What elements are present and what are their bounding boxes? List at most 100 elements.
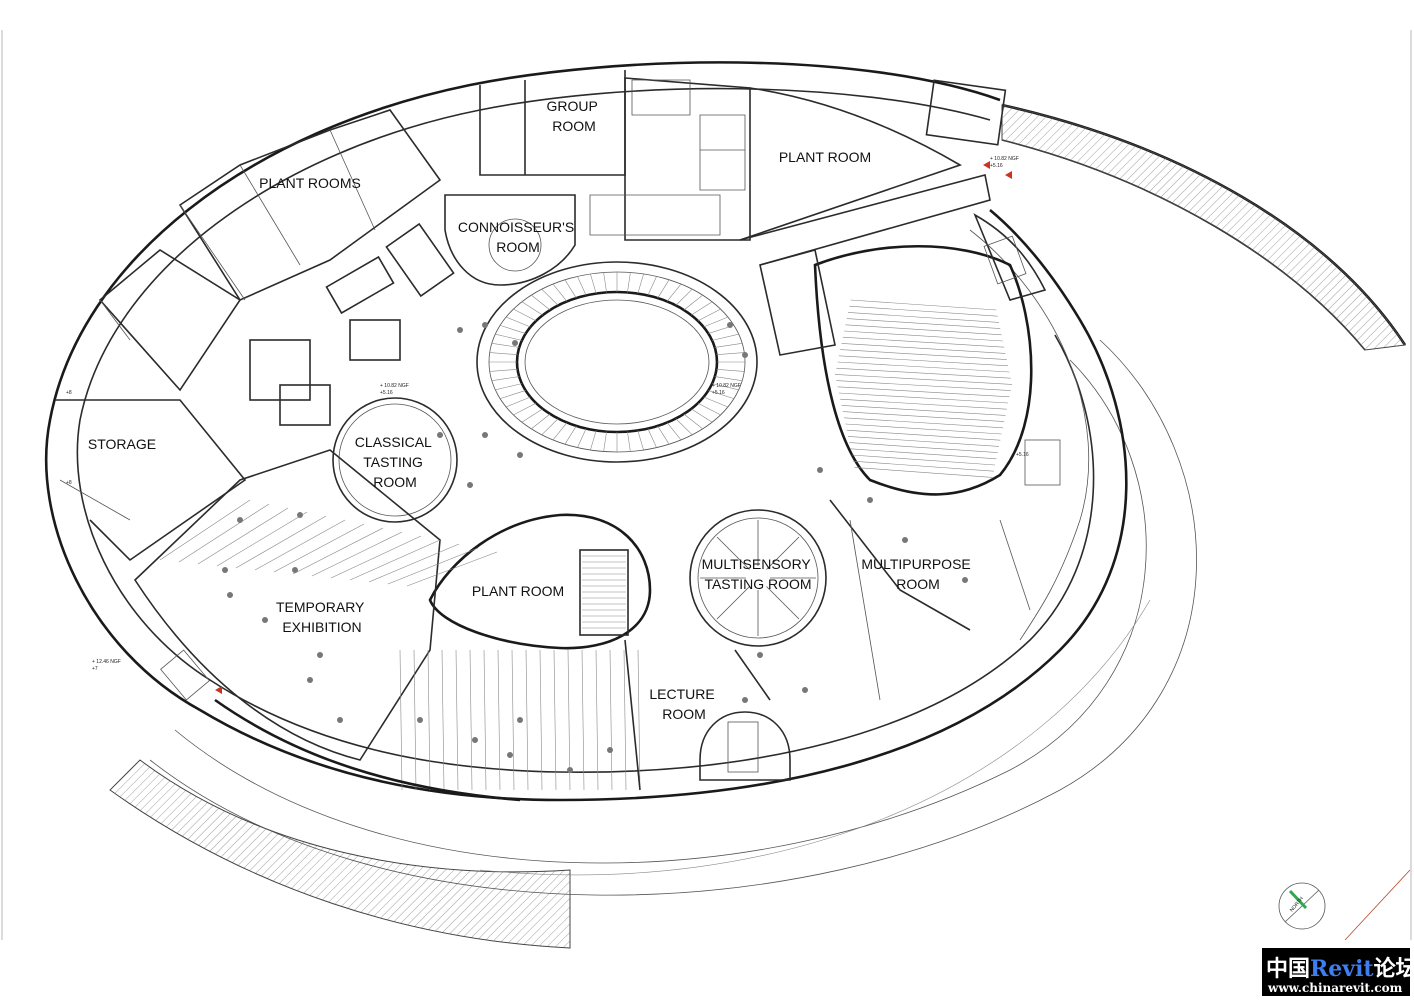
central-plant-room-walls xyxy=(428,513,652,650)
plant-rooms-label: PLANT ROOMS xyxy=(259,175,361,191)
seat-row xyxy=(845,324,1002,336)
multisensory-room-walls xyxy=(689,509,827,647)
stair-core-2 xyxy=(279,384,331,426)
column xyxy=(757,652,763,658)
column xyxy=(512,340,518,346)
landscape-curve-1 xyxy=(174,359,1147,864)
atrium-tread xyxy=(637,430,644,451)
atrium-tread xyxy=(513,308,537,322)
display-row xyxy=(387,547,479,585)
atrium-tread xyxy=(716,369,745,372)
seat-row xyxy=(837,361,1010,373)
display-row xyxy=(216,511,308,567)
display-row xyxy=(349,539,441,581)
display-row xyxy=(311,531,403,577)
auditorium-seating-rows xyxy=(834,299,1013,478)
display-row xyxy=(330,535,422,579)
auditorium-walls xyxy=(813,245,1033,496)
seat-row xyxy=(836,380,1011,391)
column xyxy=(417,717,423,723)
level-marker-top xyxy=(983,161,990,169)
atrium-tread xyxy=(531,413,551,430)
column xyxy=(742,697,748,703)
column xyxy=(802,687,808,693)
seat-row xyxy=(841,405,1006,416)
column xyxy=(507,752,513,758)
seat-row xyxy=(840,349,1007,360)
level-annotation-7: +8 xyxy=(66,480,72,486)
temporary-exhibition-label: TEMPORARY EXHIBITION xyxy=(276,599,368,635)
column xyxy=(262,617,268,623)
column xyxy=(437,432,443,438)
atrium-tread xyxy=(647,428,657,448)
atrium-tread xyxy=(603,431,607,452)
lecture-room-wall-2 xyxy=(734,649,771,701)
column xyxy=(222,567,228,573)
seat-row xyxy=(845,423,1002,435)
display-row xyxy=(235,515,327,569)
storage-upper-partition xyxy=(99,299,131,341)
atrium-tread xyxy=(666,422,682,441)
wc-cubicles-2 xyxy=(699,114,746,191)
atrium-tread xyxy=(691,301,713,316)
lecture-stair-core xyxy=(699,711,791,781)
level-marker-top-2 xyxy=(1005,171,1012,179)
atrium-tread xyxy=(489,352,518,355)
atrium-tread xyxy=(691,408,713,423)
display-row xyxy=(292,527,384,575)
lower-display-row xyxy=(581,649,585,791)
atrium-tread xyxy=(521,301,543,316)
column xyxy=(307,677,313,683)
multipurpose-wall-3 xyxy=(999,519,1031,611)
group-room-label: GROUP ROOM xyxy=(547,98,602,134)
atrium-tread xyxy=(675,288,693,306)
atrium-tread xyxy=(703,396,728,408)
connoisseur-room-walls xyxy=(444,194,576,286)
multipurpose-wall-1 xyxy=(829,499,971,631)
lower-display-row xyxy=(637,649,641,791)
seat-row xyxy=(838,392,1009,404)
atrium-tread xyxy=(531,294,551,311)
watermark-suffix: 论坛 xyxy=(1373,956,1414,982)
column xyxy=(817,467,823,473)
lower-display-row xyxy=(567,649,571,791)
column xyxy=(317,652,323,658)
display-row xyxy=(406,551,498,587)
atrium-tread xyxy=(603,272,607,293)
lower-display-row xyxy=(511,649,515,791)
column xyxy=(727,322,733,328)
atrium-tread xyxy=(491,342,520,348)
seat-row xyxy=(850,299,997,311)
auditorium-stair-lower xyxy=(1024,439,1061,486)
storage-walls xyxy=(55,399,247,562)
wc-cubicle-1 xyxy=(631,79,691,116)
atrium-tread xyxy=(627,431,631,452)
storage-partition xyxy=(59,479,131,521)
atrium-tread xyxy=(675,418,693,436)
seat-row xyxy=(847,312,1000,323)
atrium-tread xyxy=(714,342,743,348)
lower-display-row xyxy=(623,649,627,791)
seat-row xyxy=(844,417,1003,429)
central-stair-treads xyxy=(582,555,626,629)
corridor-top xyxy=(739,174,991,266)
lower-display-row xyxy=(399,649,403,791)
stair-tower-top xyxy=(925,79,1007,146)
exhibition-display-rows xyxy=(159,499,641,791)
level-annotation-2: + 10.82 NGF +5.16 xyxy=(712,383,742,396)
seat-row xyxy=(846,429,1001,441)
atrium-tread xyxy=(491,376,520,382)
atrium-tread xyxy=(683,294,703,311)
seat-row xyxy=(849,442,998,453)
stair-core-1 xyxy=(325,255,395,315)
lecture-stair xyxy=(727,721,759,773)
column xyxy=(297,512,303,518)
atrium-tread xyxy=(513,402,537,416)
atrium-outer xyxy=(476,261,758,463)
seat-row xyxy=(838,355,1009,367)
atrium-tread xyxy=(712,383,739,391)
column xyxy=(292,567,298,573)
landscape-curve-3 xyxy=(479,599,1151,876)
watermark-logo: 中国Revit论坛 xyxy=(1266,951,1414,983)
seat-row xyxy=(834,374,1013,385)
